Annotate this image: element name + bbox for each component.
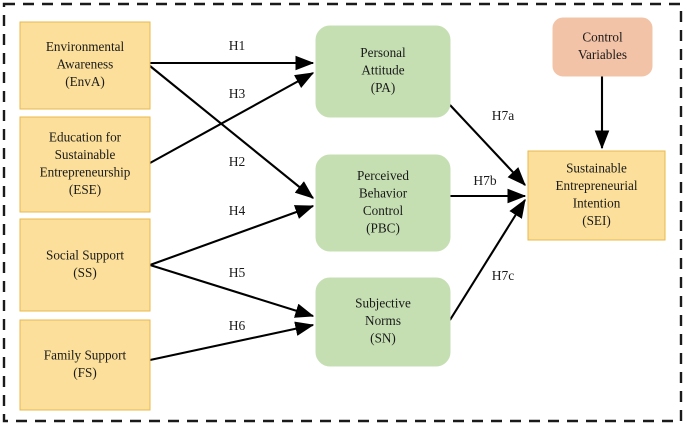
node-label-fs-line-0: Family Support (44, 347, 127, 362)
node-box-pa[interactable] (315, 25, 451, 118)
node-label-pa-line-0: Personal (360, 45, 406, 60)
edge-label-h7b: H7b (473, 173, 496, 188)
node-label-ese-line-1: Sustainable (55, 147, 116, 162)
node-label-sei-line-2: Intention (573, 195, 621, 210)
node-label-pbc-line-3: (PBC) (366, 220, 400, 235)
node-box-cv[interactable] (552, 17, 653, 77)
node-ss[interactable]: Social Support (SS) (19, 218, 151, 312)
node-box-sn[interactable] (315, 277, 451, 367)
node-label-pbc-line-1: Behavior (359, 185, 408, 200)
node-label-pa-line-1: Attitude (361, 63, 404, 78)
node-label-sei-line-1: Entrepreneurial (555, 178, 637, 193)
edge-label-h5: H5 (229, 265, 246, 280)
node-label-cv-line-0: Control (582, 29, 623, 44)
node-label-enva-line-0: Environmental (46, 39, 125, 54)
node-box-pbc[interactable] (315, 154, 451, 252)
node-box-ese[interactable] (19, 116, 151, 213)
node-box-enva[interactable] (19, 21, 151, 110)
node-label-enva-line-1: Awareness (57, 57, 114, 72)
edge-label-h7c: H7c (492, 268, 515, 283)
node-box-fs[interactable] (19, 319, 151, 411)
node-label-sei-line-0: Sustainable (566, 160, 627, 175)
edge-h3 (149, 72, 315, 164)
edge-label-h2: H2 (229, 154, 246, 169)
edge-label-h7a: H7a (492, 108, 515, 123)
edge-label-h4: H4 (229, 203, 246, 218)
node-fs[interactable]: Family Support (FS) (19, 319, 151, 411)
edge-h7c (449, 198, 526, 321)
node-box-ss[interactable] (19, 218, 151, 312)
edge-label-h6: H6 (229, 318, 246, 333)
edge-h4 (149, 205, 315, 266)
node-label-pbc-line-2: Control (363, 203, 404, 218)
edge-h5 (149, 263, 315, 318)
node-label-sn-line-2: (SN) (370, 331, 396, 346)
node-ese[interactable]: Education forSustainableEntrepreneurship… (19, 116, 151, 213)
node-label-sei-line-3: (SEI) (582, 213, 611, 228)
node-label-sn-line-1: Norms (365, 313, 401, 328)
node-label-ss-line-0: Social Support (46, 247, 124, 262)
node-label-ese-line-0: Education for (49, 129, 122, 144)
node-label-fs-line-1: (FS) (73, 365, 96, 380)
edge-h7a (449, 104, 526, 186)
edge-label-h3: H3 (229, 86, 246, 101)
node-label-pbc-line-0: Perceived (357, 168, 409, 183)
node-label-pa-line-2: (PA) (371, 80, 395, 95)
node-label-ese-line-2: Entrepreneurship (40, 164, 131, 179)
edges-group (149, 55, 610, 362)
edge-h6 (149, 321, 315, 362)
node-box-sei[interactable] (527, 150, 666, 241)
node-label-ese-line-3: (ESE) (69, 182, 101, 197)
node-label-enva-line-2: (EnvA) (65, 74, 105, 89)
node-label-ss-line-1: (SS) (73, 265, 96, 280)
edge-label-h1: H1 (229, 38, 246, 53)
node-label-cv-line-1: Variables (578, 47, 627, 62)
edge-h2 (149, 65, 314, 199)
node-label-sn-line-0: Subjective (355, 296, 411, 311)
